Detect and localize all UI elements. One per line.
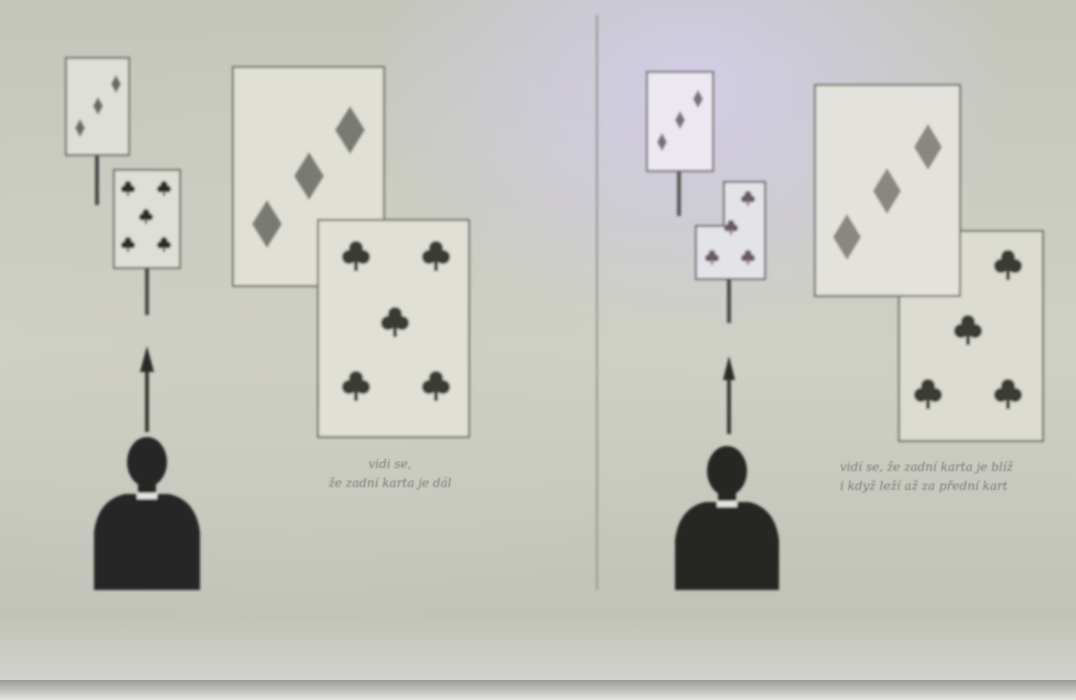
panel-divider	[596, 15, 598, 590]
left-caption: vidi se, že zadní karta je dál	[290, 455, 490, 493]
right-panel	[646, 71, 1044, 590]
large-five-of-clubs-card	[898, 230, 1044, 442]
line-of-sight-arrow	[723, 356, 735, 434]
observer-silhouette	[675, 446, 779, 590]
observer-silhouette	[94, 437, 200, 590]
left-caption-line1: vidi se,	[368, 457, 412, 471]
left-caption-line2: že zadní karta je dál	[328, 476, 452, 490]
right-caption-line1: vidí se, že zadní karta je blíž	[840, 460, 1013, 474]
card-stand-post	[727, 279, 731, 323]
small-three-of-diamonds-card	[65, 57, 130, 156]
card-stand-post	[95, 155, 99, 205]
right-caption-line2: i když leží až za přední kart	[840, 479, 1008, 493]
small-three-of-diamonds-card	[646, 71, 714, 172]
large-five-of-clubs-card	[317, 219, 470, 438]
page-edge-shadow	[0, 680, 1076, 700]
large-three-of-diamonds-card	[814, 84, 961, 297]
line-of-sight-arrow	[140, 346, 154, 432]
left-panel	[65, 57, 470, 590]
small-cut-club-card	[695, 181, 766, 280]
small-five-of-clubs-card	[113, 169, 181, 269]
right-caption: vidí se, že zadní karta je blíž i když l…	[840, 458, 1076, 496]
card-stand-post	[677, 171, 681, 216]
card-stand-post	[145, 268, 149, 315]
